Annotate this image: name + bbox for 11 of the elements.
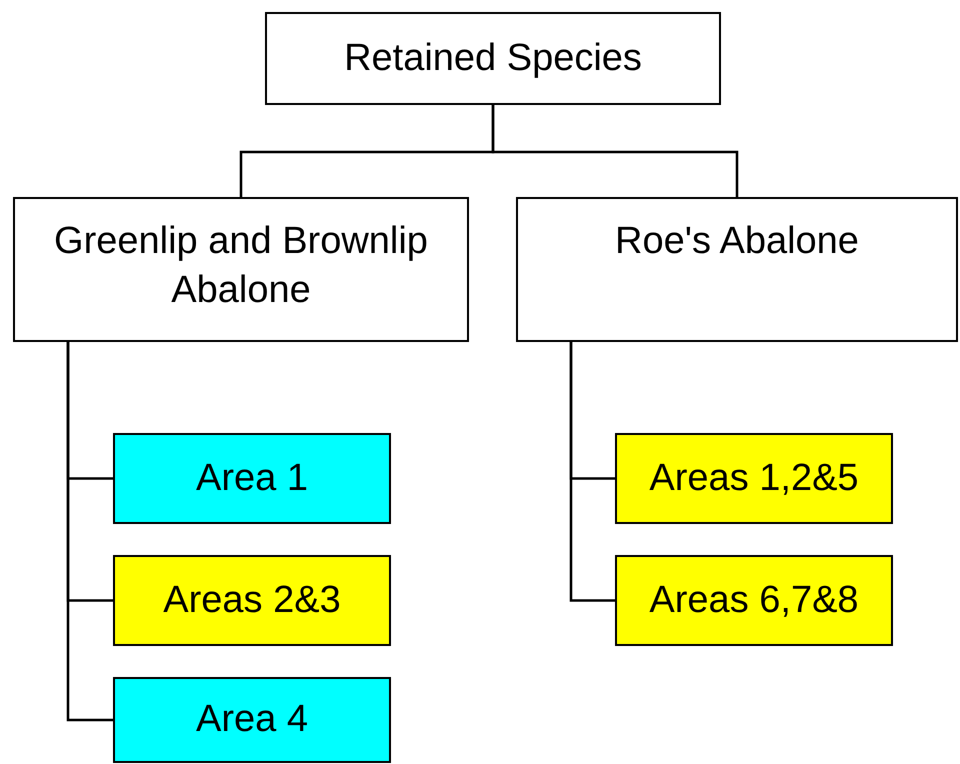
area-box: Area 4 <box>113 677 391 763</box>
connector-line <box>570 342 615 602</box>
category-box: Greenlip and Brownlip Abalone <box>13 197 469 342</box>
area-box: Areas 1,2&5 <box>615 433 893 524</box>
area-box: Areas 6,7&8 <box>615 555 893 646</box>
area-box: Area 1 <box>113 433 391 524</box>
category-box: Roe's Abalone <box>516 197 958 342</box>
category-box: Retained Species <box>265 12 721 105</box>
connector-line <box>492 105 738 197</box>
area-box: Areas 2&3 <box>113 555 391 646</box>
connector-line <box>66 342 113 722</box>
